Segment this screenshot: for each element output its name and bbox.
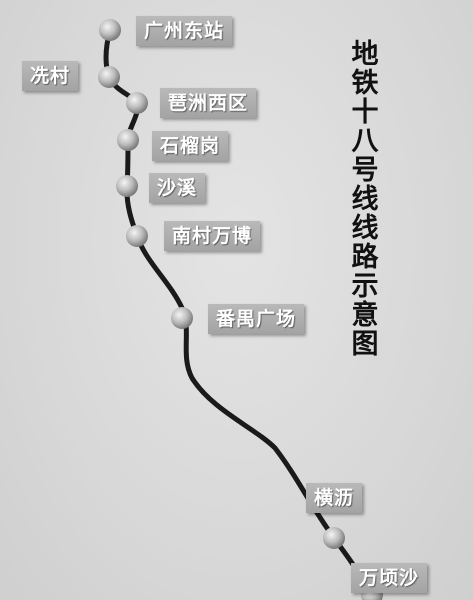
station-label-nancun-wanbo: 南村万博 xyxy=(164,221,261,251)
station-label-panyu-square: 番禺广场 xyxy=(208,304,305,334)
station-dot-xiancun xyxy=(98,66,120,88)
station-dot-panyu-square xyxy=(171,307,193,329)
station-dot-shaxi xyxy=(116,175,138,197)
station-label-shaxi: 沙溪 xyxy=(149,173,206,203)
station-dot-nancun-wanbo xyxy=(126,225,148,247)
station-dot-hengli xyxy=(323,527,345,549)
station-label-hengli: 横沥 xyxy=(306,483,363,513)
station-label-xiancun: 冼村 xyxy=(22,61,79,91)
station-label-shiliugang: 石榴岗 xyxy=(152,131,229,161)
station-label-wanqingsha: 万顷沙 xyxy=(351,563,428,593)
station-label-guangzhou-east: 广州东站 xyxy=(136,16,233,46)
station-label-pazhou-west: 琶洲西区 xyxy=(160,88,257,118)
diagram-title: 地铁十八号线线路示意图 xyxy=(351,39,379,360)
station-dot-guangzhou-east xyxy=(99,19,121,41)
station-dot-shiliugang xyxy=(117,129,139,151)
station-dot-pazhou-west xyxy=(126,92,148,114)
